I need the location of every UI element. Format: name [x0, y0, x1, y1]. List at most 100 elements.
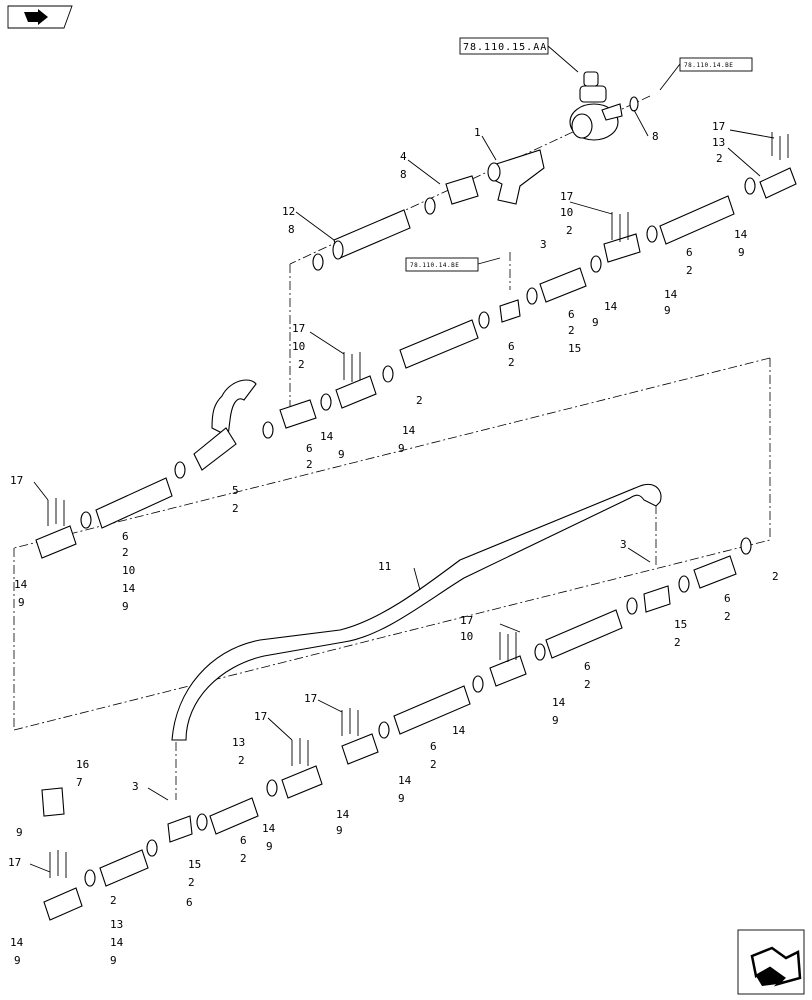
- callout-9: 9: [552, 714, 559, 727]
- callout-14: 14: [320, 430, 334, 443]
- callout-14: 14: [552, 696, 566, 709]
- reference-main[interactable]: 78.110.15.AA: [459, 37, 579, 73]
- callout-6: 6: [686, 246, 693, 259]
- callout-14: 14: [122, 582, 136, 595]
- reference-side-mid[interactable]: 78.110.14.BE: [405, 257, 501, 272]
- callout-17: 17: [712, 120, 725, 133]
- callout-15: 15: [188, 858, 201, 871]
- callout-10: 10: [292, 340, 305, 353]
- callout-2: 2: [298, 358, 305, 371]
- callout-9: 9: [338, 448, 345, 461]
- callout-9: 9: [664, 304, 671, 317]
- callout-2: 2: [584, 678, 591, 691]
- callout-3: 3: [132, 780, 139, 793]
- reference-side-top[interactable]: 78.110.14.BE: [659, 57, 753, 91]
- callout-3: 3: [620, 538, 627, 551]
- callout-2: 2: [188, 876, 195, 889]
- callout-10: 10: [122, 564, 135, 577]
- callout-2: 2: [430, 758, 437, 771]
- callout-17: 17: [254, 710, 267, 723]
- callout-6: 6: [240, 834, 247, 847]
- callout-14: 14: [14, 578, 28, 591]
- callout-6: 6: [430, 740, 437, 753]
- long-hose: [171, 484, 662, 741]
- callout-5: 5: [232, 484, 239, 497]
- callout-15: 15: [674, 618, 687, 631]
- callout-17: 17: [460, 614, 473, 627]
- callout-6: 6: [568, 308, 575, 321]
- callout-8: 8: [652, 130, 659, 143]
- callout-14: 14: [398, 774, 412, 787]
- callout-14: 14: [262, 822, 276, 835]
- callout-17: 17: [8, 856, 21, 869]
- callout-2: 2: [416, 394, 423, 407]
- callout-14: 14: [10, 936, 24, 949]
- callout-2: 2: [508, 356, 515, 369]
- callout-2: 2: [724, 610, 731, 623]
- callout-9: 9: [266, 840, 273, 853]
- callout-17: 17: [304, 692, 317, 705]
- callout-9: 9: [122, 600, 129, 613]
- next-page-arrow-icon[interactable]: [737, 929, 805, 995]
- book-arrow-icon[interactable]: [7, 5, 73, 29]
- callout-14: 14: [734, 228, 748, 241]
- callout-16: 16: [76, 758, 89, 771]
- callout-2: 2: [674, 636, 681, 649]
- callout-14: 14: [336, 808, 350, 821]
- callout-6: 6: [724, 592, 731, 605]
- callout-14: 14: [402, 424, 416, 437]
- svg-text:78.110.14.BE: 78.110.14.BE: [410, 262, 459, 269]
- callout-9: 9: [592, 316, 599, 329]
- callout-15: 15: [568, 342, 581, 355]
- callout-10: 10: [560, 206, 573, 219]
- callout-9: 9: [16, 826, 23, 839]
- callout-2: 2: [238, 754, 245, 767]
- callout-9: 9: [398, 792, 405, 805]
- callout-2: 2: [686, 264, 693, 277]
- valve-assembly: [569, 71, 639, 141]
- callout-1: 1: [474, 126, 481, 139]
- callout-2: 2: [240, 852, 247, 865]
- callout-13: 13: [712, 136, 725, 149]
- callout-2: 2: [306, 458, 313, 471]
- callout-labels: 17 1 4 8 12 8 8 17 13 2 14 9 17 10 2 6 2…: [8, 120, 779, 967]
- callout-13: 13: [232, 736, 245, 749]
- callout-2: 2: [568, 324, 575, 337]
- callout-17: 17: [292, 322, 305, 335]
- callout-6: 6: [306, 442, 313, 455]
- callout-9: 9: [18, 596, 25, 609]
- leader-lines: [29, 109, 775, 873]
- callout-14: 14: [604, 300, 618, 313]
- svg-text:78.110.14.BE: 78.110.14.BE: [684, 62, 733, 69]
- callout-2: 2: [772, 570, 779, 583]
- callout-2: 2: [232, 502, 239, 515]
- callout-6: 6: [186, 896, 193, 909]
- callout-7: 7: [76, 776, 83, 789]
- callout-2: 2: [566, 224, 573, 237]
- callout-12: 12: [282, 205, 295, 218]
- callout-6: 6: [122, 530, 129, 543]
- callout-17: 17: [10, 474, 23, 487]
- callout-8: 8: [288, 223, 295, 236]
- callout-4: 4: [400, 150, 407, 163]
- callout-9: 9: [14, 954, 21, 967]
- callout-2: 2: [716, 152, 723, 165]
- callout-9: 9: [398, 442, 405, 455]
- callout-3: 3: [540, 238, 547, 251]
- hose-segments: [35, 167, 797, 559]
- assembly-centerlines: [13, 95, 771, 800]
- callout-10: 10: [460, 630, 473, 643]
- callout-2: 2: [110, 894, 117, 907]
- callout-6: 6: [584, 660, 591, 673]
- callout-14: 14: [664, 288, 678, 301]
- svg-text:78.110.15.AA: 78.110.15.AA: [463, 42, 547, 53]
- strainer: [487, 149, 545, 205]
- callout-13: 13: [110, 918, 123, 931]
- callout-9: 9: [738, 246, 745, 259]
- callout-9: 9: [110, 954, 117, 967]
- callout-14: 14: [452, 724, 466, 737]
- callout-9: 9: [336, 824, 343, 837]
- callout-11: 11: [378, 560, 391, 573]
- callout-14: 14: [110, 936, 124, 949]
